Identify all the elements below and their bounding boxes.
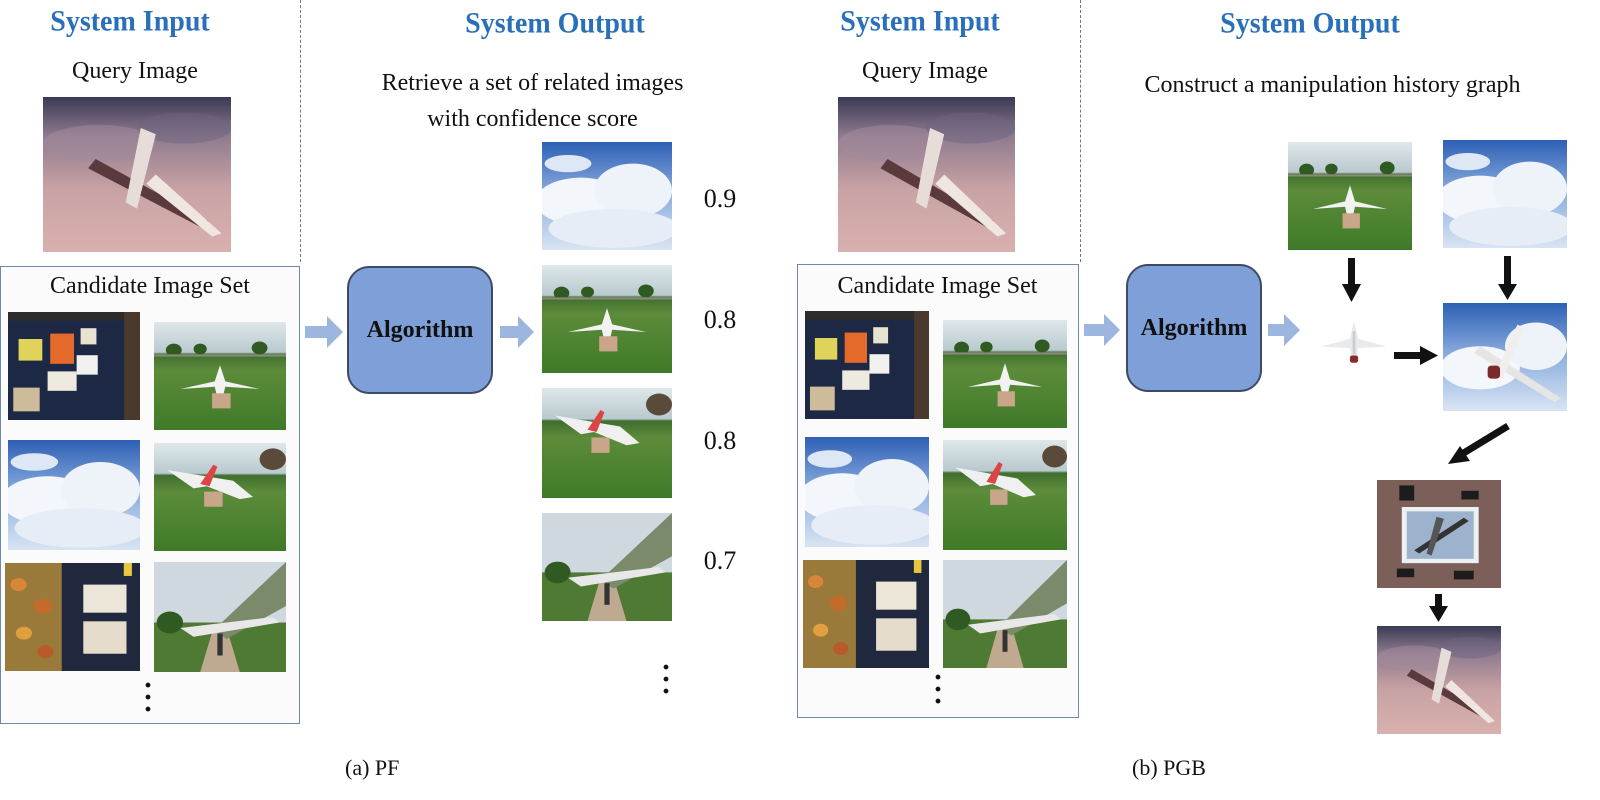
retrieved-image [542, 513, 672, 621]
output-description-a-line1: Retrieve a set of related images [381, 70, 684, 96]
output-description-a-line2: with confidence score [427, 106, 638, 132]
candidate-image [8, 312, 140, 420]
down-arrow-icon [1342, 258, 1361, 302]
more-candidates-ellipsis: ··· [142, 669, 153, 726]
query-label-a: Query Image [72, 58, 198, 84]
diagonal-arrow-icon [1448, 423, 1510, 464]
divider-b [1080, 0, 1081, 262]
graph-node-jet-on-grass [1288, 142, 1412, 250]
confidence-score: 0.8 [703, 426, 737, 455]
flow-arrow-icon [1268, 314, 1300, 346]
candidate-image [943, 440, 1067, 550]
candidate-label-b: Candidate Image Set [837, 273, 1038, 299]
right-arrow-icon [1394, 346, 1438, 365]
down-arrow-icon [1429, 594, 1448, 622]
confidence-score: 0.8 [703, 305, 737, 334]
candidate-image [803, 560, 929, 668]
retrieved-image [542, 142, 672, 250]
flow-arrow-icon [305, 316, 343, 348]
confidence-score: 0.7 [703, 546, 737, 575]
more-results-ellipsis: ··· [660, 651, 671, 708]
down-arrow-icon [1498, 256, 1517, 300]
confidence-score: 0.9 [703, 184, 737, 213]
graph-edges [1342, 256, 1517, 622]
retrieved-image [542, 265, 672, 373]
candidate-image [8, 440, 140, 550]
input-header-b: System Input [840, 5, 1000, 38]
output-description-b: Construct a manipulation history graph [1144, 72, 1521, 98]
more-candidates-ellipsis: ··· [932, 661, 943, 718]
candidate-image [154, 322, 286, 430]
flow-arrow-icon [500, 316, 534, 348]
output-header-b: System Output [1220, 7, 1400, 40]
flow-arrow-icon [1084, 314, 1120, 346]
query-label-b: Query Image [862, 58, 988, 84]
candidate-image [943, 320, 1067, 428]
query-image-a [43, 97, 231, 252]
divider-a [300, 0, 301, 262]
candidate-image [154, 562, 286, 672]
caption-a: (a) PF [345, 755, 400, 780]
candidate-image [805, 437, 929, 547]
caption-b: (b) PGB [1132, 755, 1206, 780]
graph-node-query-result [1377, 626, 1501, 734]
algorithm-box-a: Algorithm [347, 266, 493, 394]
candidate-image [943, 560, 1067, 668]
output-header-a: System Output [465, 7, 645, 40]
candidate-image [805, 311, 929, 419]
candidate-image [5, 563, 140, 671]
candidate-image [154, 443, 286, 551]
query-image-b [838, 97, 1015, 252]
algorithm-box-b: Algorithm [1126, 264, 1262, 392]
retrieved-image [542, 388, 672, 498]
graph-node-sky [1443, 140, 1567, 248]
candidate-label-a: Candidate Image Set [50, 273, 250, 299]
input-header-a: System Input [50, 5, 210, 38]
